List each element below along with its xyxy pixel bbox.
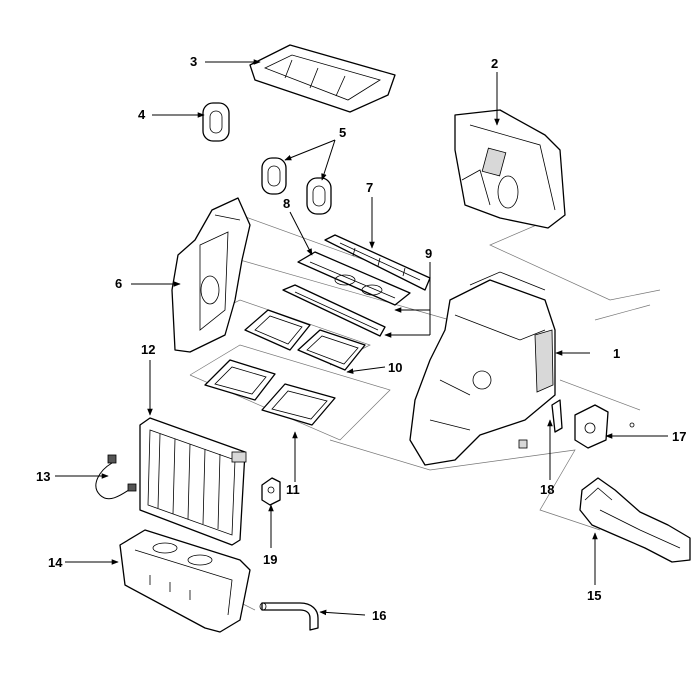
part-15-duct (579, 477, 691, 563)
part-4-grommet (202, 102, 230, 142)
part-3-filter-cover (249, 44, 396, 113)
callout-labels: 1 2 3 4 5 6 7 8 9 10 11 12 13 14 15 16 1… (36, 54, 686, 623)
part-17-actuator (574, 404, 635, 449)
callout-7: 7 (366, 180, 373, 195)
callout-15: 15 (587, 588, 601, 603)
leader-lines (55, 59, 668, 616)
part-19-bracket (261, 477, 281, 506)
part-5-grommets (261, 157, 332, 215)
callout-17: 17 (672, 429, 686, 444)
callout-10: 10 (388, 360, 402, 375)
part-11-filters (204, 359, 336, 426)
callout-14: 14 (48, 555, 63, 570)
part-1-main-case (409, 271, 556, 466)
callout-2: 2 (491, 56, 498, 71)
callout-9: 9 (425, 246, 432, 261)
callout-19: 19 (263, 552, 277, 567)
callout-11: 11 (286, 482, 300, 497)
part-16-drain-hose (259, 602, 319, 631)
part-9-doors (282, 284, 386, 337)
callout-5: 5 (339, 125, 346, 140)
part-2-upper-case (454, 109, 566, 229)
part-8-mode-door (297, 251, 411, 306)
callout-13: 13 (36, 469, 50, 484)
callout-3: 3 (190, 54, 197, 69)
part-10-filters (244, 309, 366, 371)
part-18-link (518, 399, 563, 449)
callout-18: 18 (540, 482, 554, 497)
part-12-evaporator-core (139, 417, 247, 546)
callout-4: 4 (138, 107, 146, 122)
callout-1: 1 (613, 346, 620, 361)
part-14-lower-case (119, 529, 251, 633)
callout-12: 12 (141, 342, 155, 357)
callout-6: 6 (115, 276, 122, 291)
callout-16: 16 (372, 608, 386, 623)
part-6-side-case (171, 197, 251, 353)
callout-8: 8 (283, 196, 290, 211)
part-13-sensor (95, 454, 137, 500)
